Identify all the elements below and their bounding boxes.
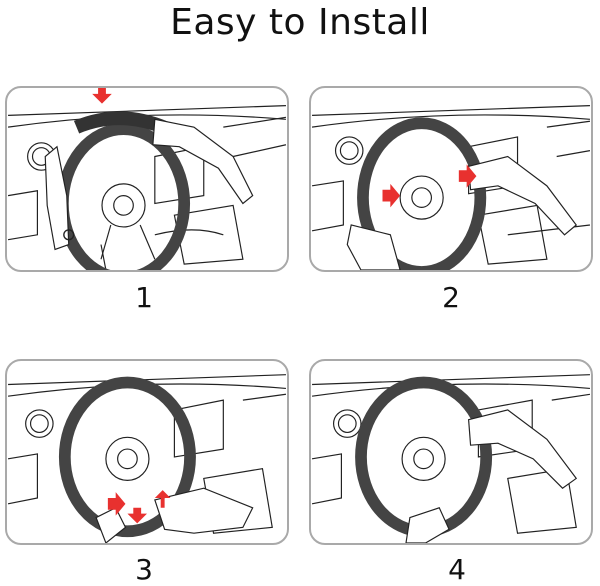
page-title: Easy to Install — [170, 2, 430, 43]
red-arrow-icon — [92, 88, 112, 104]
step-3-illustration — [5, 359, 289, 545]
wheel-cover — [355, 376, 493, 538]
step-2-illustration — [309, 86, 593, 272]
step-number-4: 4 — [448, 553, 466, 586]
step-4-drawing — [311, 374, 591, 543]
red-arrow-icon — [154, 490, 171, 508]
step-1-illustration — [5, 86, 289, 272]
step-2-drawing — [311, 105, 591, 270]
wheel-cover — [56, 123, 191, 270]
step-3-drawing — [7, 374, 287, 543]
step-number-2: 2 — [442, 281, 460, 314]
red-arrow-icon — [458, 164, 477, 188]
step-number-1: 1 — [135, 281, 153, 314]
red-arrow-icon — [107, 492, 126, 516]
step-1-drawing — [7, 88, 287, 270]
red-arrow-icon — [382, 183, 401, 208]
red-arrow-icon — [127, 507, 147, 524]
wheel-cover — [357, 117, 487, 270]
step-number-3: 3 — [135, 553, 153, 586]
step-4-illustration — [309, 359, 593, 545]
wheel-cover — [58, 376, 196, 538]
